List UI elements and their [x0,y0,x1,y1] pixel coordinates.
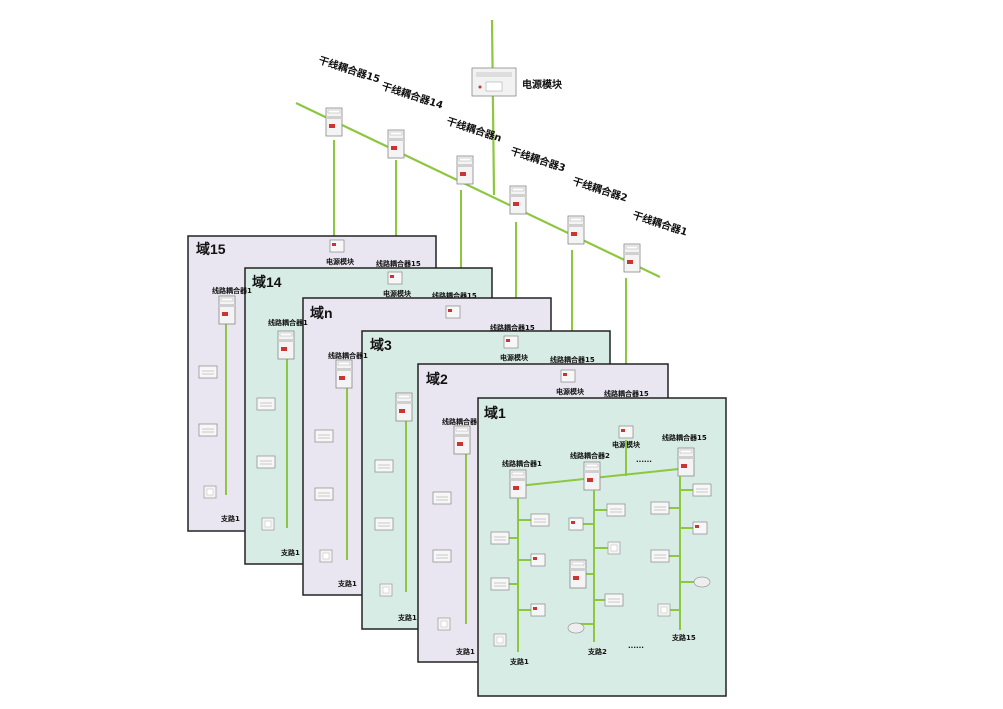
svg-text:域14: 域14 [252,274,282,290]
svg-text:域n: 域n [310,305,333,321]
svg-text:支路1: 支路1 [220,514,240,523]
svg-text:电源模块: 电源模块 [383,289,412,298]
svg-text:支路1: 支路1 [337,579,357,588]
svg-text:线路耦合器1: 线路耦合器1 [502,459,542,468]
svg-text:线路耦合器15: 线路耦合器15 [662,433,707,442]
svg-text:线路耦合器2: 线路耦合器2 [570,451,610,460]
svg-text:域1: 域1 [484,405,506,421]
backbone-coupler-14: 干线耦合器14 [380,79,445,159]
svg-text:支路2: 支路2 [587,647,607,656]
svg-text:线路耦合器15: 线路耦合器15 [490,323,535,332]
backbone-coupler-1: 干线耦合器1 [623,208,689,273]
svg-text:线路耦合器15: 线路耦合器15 [432,291,477,300]
backbone-bus-line [295,102,661,278]
power-module-line [490,19,496,196]
svg-text:线路耦合器1: 线路耦合器1 [268,318,308,327]
svg-text:支路15: 支路15 [671,633,696,642]
svg-text:线路耦合器15: 线路耦合器15 [550,355,595,364]
power-module-label: 电源模块 [522,78,563,91]
svg-text:干线耦合器1: 干线耦合器1 [631,208,689,238]
svg-text:......: ...... [628,642,644,650]
svg-text:支路1: 支路1 [280,548,300,557]
power-module: 电源模块 [471,67,563,97]
svg-text:干线耦合器n: 干线耦合器n [445,114,503,144]
svg-text:干线耦合器3: 干线耦合器3 [509,144,567,174]
backbone-coupler-15: 干线耦合器15 [317,53,382,137]
backbone-coupler-3: 干线耦合器3 [509,144,567,215]
svg-text:线路耦合器1: 线路耦合器1 [212,286,252,295]
svg-text:电源模块: 电源模块 [500,353,529,362]
svg-text:......: ...... [636,456,652,464]
svg-text:电源模块: 电源模块 [326,257,355,266]
backbone-coupler-2: 干线耦合器2 [567,174,629,245]
domain-panel-1: 域1 电源模块 线路耦合器1 线路耦合器2 线路耦合器15 ...... 支路1 [477,397,727,697]
svg-text:干线耦合器14: 干线耦合器14 [380,79,445,111]
svg-text:线路耦合器15: 线路耦合器15 [376,259,421,268]
svg-text:支路1: 支路1 [397,613,417,622]
svg-text:支路1: 支路1 [455,647,475,656]
svg-text:电源模块: 电源模块 [556,387,585,396]
svg-text:域2: 域2 [426,371,448,387]
svg-text:域3: 域3 [370,337,392,353]
svg-text:支路1: 支路1 [509,657,529,666]
svg-text:线路耦合器15: 线路耦合器15 [604,389,649,398]
svg-text:干线耦合器15: 干线耦合器15 [317,53,382,85]
svg-text:线路耦合器1: 线路耦合器1 [328,351,368,360]
domain-title: 域15 [196,241,226,257]
svg-text:线路耦合器1: 线路耦合器1 [442,417,482,426]
svg-text:干线耦合器2: 干线耦合器2 [571,174,629,204]
